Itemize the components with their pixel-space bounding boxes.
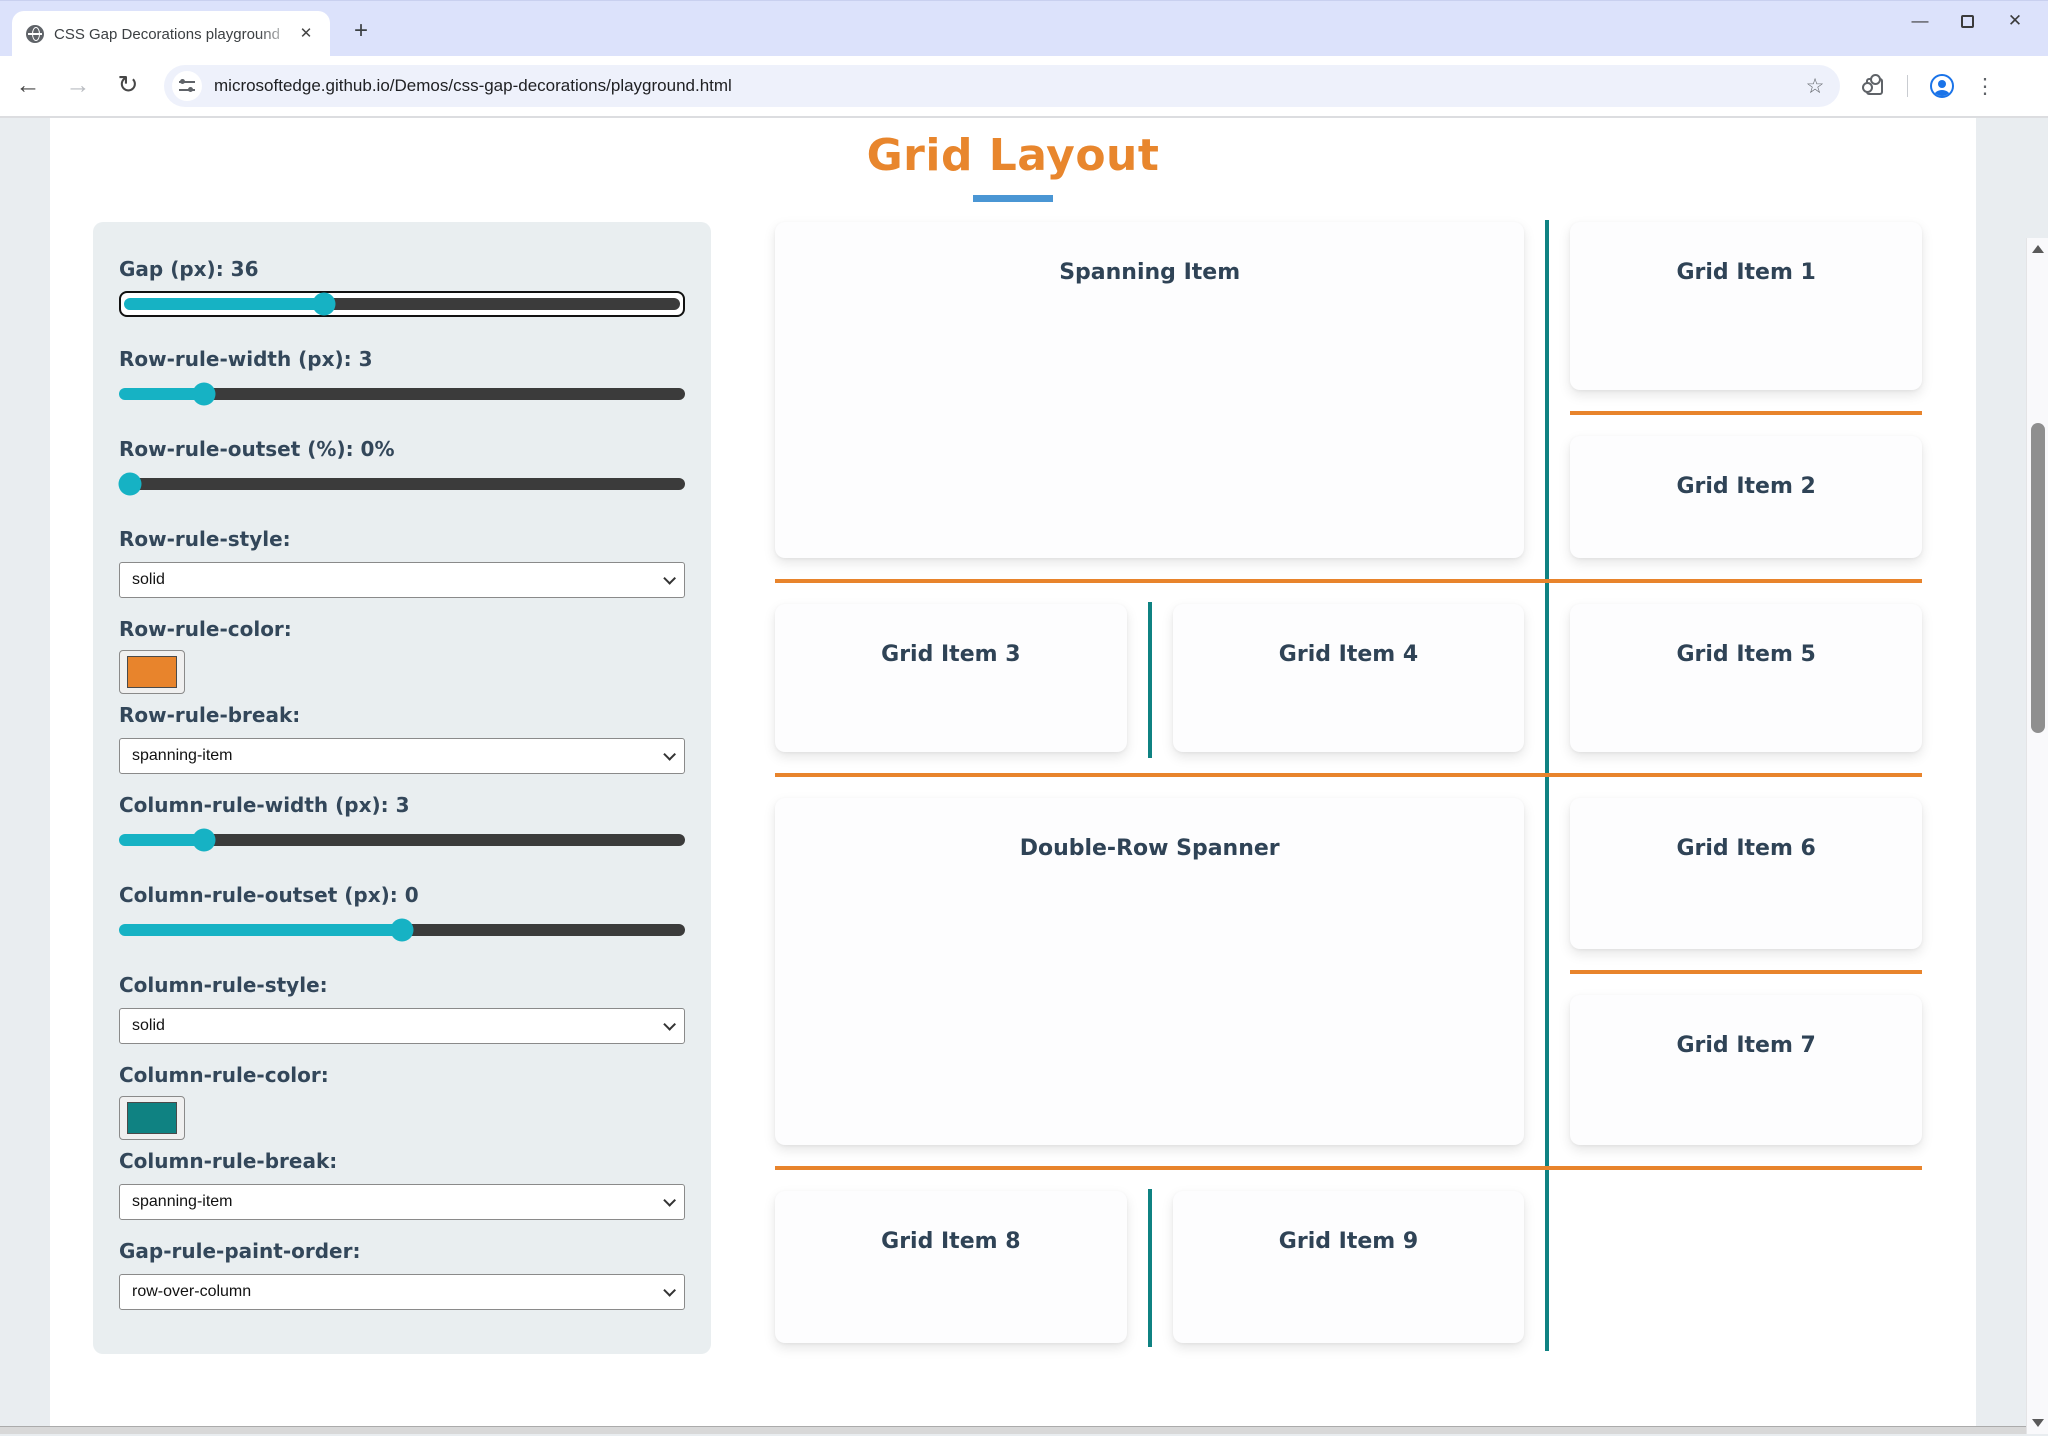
row-rule-break-value: spanning-item bbox=[132, 747, 233, 764]
row-rule-outset-slider-thumb[interactable] bbox=[118, 472, 142, 496]
gap-slider[interactable] bbox=[124, 292, 680, 316]
row-rule-color-label: Row-rule-color: bbox=[119, 617, 292, 641]
gap-rule-paint-order-value: row-over-column bbox=[132, 1283, 252, 1300]
column-rule-outset-label: Column-rule-outset (px): 0 bbox=[119, 883, 419, 907]
row-rule-full-3 bbox=[775, 1166, 1922, 1170]
column-rule-style-value: solid bbox=[132, 1017, 165, 1034]
row-rule-style-value: solid bbox=[132, 571, 165, 588]
chevron-down-icon bbox=[663, 1017, 676, 1031]
gap-slider-focus-ring bbox=[119, 291, 685, 317]
gap-rule-paint-order-label: Gap-rule-paint-order: bbox=[119, 1239, 361, 1263]
row-rule-outset-label: Row-rule-outset (%): 0% bbox=[119, 437, 395, 461]
grid-item-8: Grid Item 8 bbox=[775, 1191, 1127, 1343]
row-rule-break-select[interactable]: spanning-item bbox=[119, 738, 685, 774]
maximize-button[interactable] bbox=[1961, 14, 1974, 28]
column-rule-break-label: Column-rule-break: bbox=[119, 1149, 338, 1173]
column-rule-row3-segment bbox=[1148, 602, 1152, 758]
reload-button[interactable]: ↻ bbox=[117, 71, 139, 99]
row-rule-width-label: Row-rule-width (px): 3 bbox=[119, 347, 373, 371]
column-rule-row6-segment bbox=[1148, 1189, 1152, 1347]
minimize-button[interactable]: — bbox=[1911, 11, 1929, 30]
column-rule-width-slider-thumb[interactable] bbox=[192, 828, 216, 852]
grid-item-double-row-spanner: Double-Row Spanner bbox=[775, 798, 1525, 1145]
column-rule-style-select[interactable]: solid bbox=[119, 1008, 685, 1044]
controls-panel: Gap (px): 36 Row-rule-width (px): 3 Row-… bbox=[93, 222, 711, 1354]
horizontal-scrollbar[interactable] bbox=[0, 1426, 2026, 1434]
playground-content: Grid Layout Gap (px): 36 Row-rule-width … bbox=[50, 118, 1976, 1426]
extensions-icon[interactable] bbox=[1862, 73, 1883, 95]
grid-item-6: Grid Item 6 bbox=[1570, 798, 1922, 949]
chevron-down-icon bbox=[663, 1193, 676, 1207]
row-rule-width-slider-thumb[interactable] bbox=[192, 382, 216, 406]
column-rule-color-label: Column-rule-color: bbox=[119, 1063, 329, 1087]
close-button[interactable]: ✕ bbox=[2007, 11, 2023, 30]
column-rule-style-label: Column-rule-style: bbox=[119, 973, 328, 997]
tab-title: CSS Gap Decorations playground bbox=[54, 25, 280, 43]
new-tab-button[interactable]: + bbox=[353, 17, 368, 44]
scroll-up-arrow-icon[interactable] bbox=[2032, 245, 2044, 253]
browser-tab[interactable]: CSS Gap Decorations playground ✕ bbox=[12, 11, 330, 57]
toolbar-divider bbox=[1907, 75, 1908, 97]
column-rule-color-picker[interactable] bbox=[119, 1096, 185, 1140]
column-rule-width-label: Column-rule-width (px): 3 bbox=[119, 793, 410, 817]
column-rule-width-slider[interactable] bbox=[119, 828, 685, 852]
page-background: Grid Layout Gap (px): 36 Row-rule-width … bbox=[0, 118, 2048, 1434]
row-rule-color-swatch bbox=[127, 656, 177, 688]
chevron-down-icon bbox=[663, 571, 676, 585]
vertical-scrollbar[interactable] bbox=[2026, 238, 2048, 1434]
column-rule-break-select[interactable]: spanning-item bbox=[119, 1184, 685, 1220]
row-rule-color-picker[interactable] bbox=[119, 650, 185, 694]
row-rule-style-select[interactable]: solid bbox=[119, 562, 685, 598]
grid-item-1: Grid Item 1 bbox=[1570, 222, 1922, 390]
forward-button[interactable]: → bbox=[65, 71, 91, 99]
column-rule-break-value: spanning-item bbox=[132, 1193, 233, 1210]
grid-demo: Spanning Item Grid Item 1 Grid Item 2 Gr… bbox=[775, 220, 1922, 1354]
row-rule-style-label: Row-rule-style: bbox=[119, 527, 291, 551]
grid-item-3: Grid Item 3 bbox=[775, 604, 1127, 752]
profile-avatar-icon[interactable] bbox=[1930, 74, 1954, 98]
gap-rule-paint-order-select[interactable]: row-over-column bbox=[119, 1274, 685, 1310]
grid-item-7: Grid Item 7 bbox=[1570, 995, 1922, 1145]
chevron-down-icon bbox=[663, 1283, 676, 1297]
tab-close-icon[interactable]: ✕ bbox=[299, 25, 313, 42]
column-rule-outset-slider[interactable] bbox=[119, 918, 685, 942]
row-rule-col3-segment-1 bbox=[1570, 411, 1922, 415]
tab-strip: CSS Gap Decorations playground ✕ + — ✕ bbox=[0, 0, 2048, 57]
url-text[interactable]: microsoftedge.github.io/Demos/css-gap-de… bbox=[214, 76, 732, 95]
row-rule-width-slider[interactable] bbox=[119, 382, 685, 406]
back-button[interactable]: ← bbox=[15, 71, 41, 99]
site-settings-icon[interactable] bbox=[172, 71, 202, 101]
bookmark-star-icon[interactable]: ☆ bbox=[1805, 74, 1825, 98]
address-bar[interactable]: microsoftedge.github.io/Demos/css-gap-de… bbox=[164, 65, 1840, 107]
grid-item-5: Grid Item 5 bbox=[1570, 604, 1922, 752]
gap-slider-thumb[interactable] bbox=[312, 292, 336, 316]
grid-item-spanning: Spanning Item bbox=[775, 222, 1525, 558]
row-rule-break-label: Row-rule-break: bbox=[119, 703, 301, 727]
page-title: Grid Layout bbox=[866, 130, 1160, 181]
window-controls: — ✕ bbox=[1907, 1, 2040, 41]
chevron-down-icon bbox=[663, 747, 676, 761]
column-rule-long bbox=[1545, 220, 1549, 1351]
column-rule-color-swatch bbox=[127, 1102, 177, 1134]
title-underline bbox=[973, 195, 1053, 202]
row-rule-outset-slider[interactable] bbox=[118, 472, 685, 496]
gap-label: Gap (px): 36 bbox=[119, 257, 259, 281]
grid-item-2: Grid Item 2 bbox=[1570, 436, 1922, 558]
column-rule-outset-slider-thumb[interactable] bbox=[390, 918, 414, 942]
row-rule-col3-segment-2 bbox=[1570, 970, 1922, 974]
browser-toolbar: ← → ↻ microsoftedge.github.io/Demos/css-… bbox=[0, 56, 2048, 118]
row-rule-full-1 bbox=[775, 579, 1922, 583]
scroll-down-arrow-icon[interactable] bbox=[2032, 1419, 2044, 1427]
browser-menu-icon[interactable]: ⋮ bbox=[1974, 74, 1996, 98]
grid-item-9: Grid Item 9 bbox=[1172, 1191, 1525, 1343]
grid-item-4: Grid Item 4 bbox=[1172, 604, 1525, 752]
globe-favicon-icon bbox=[26, 25, 44, 43]
scrollbar-thumb[interactable] bbox=[2031, 423, 2045, 733]
row-rule-full-2 bbox=[775, 773, 1922, 777]
